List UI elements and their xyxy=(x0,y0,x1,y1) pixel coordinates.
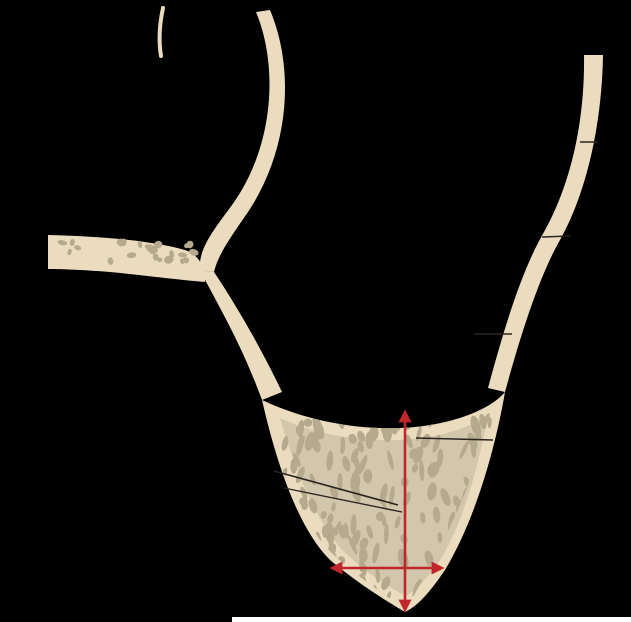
pointer-line xyxy=(542,236,570,237)
bottom-edge-strip xyxy=(232,617,631,622)
